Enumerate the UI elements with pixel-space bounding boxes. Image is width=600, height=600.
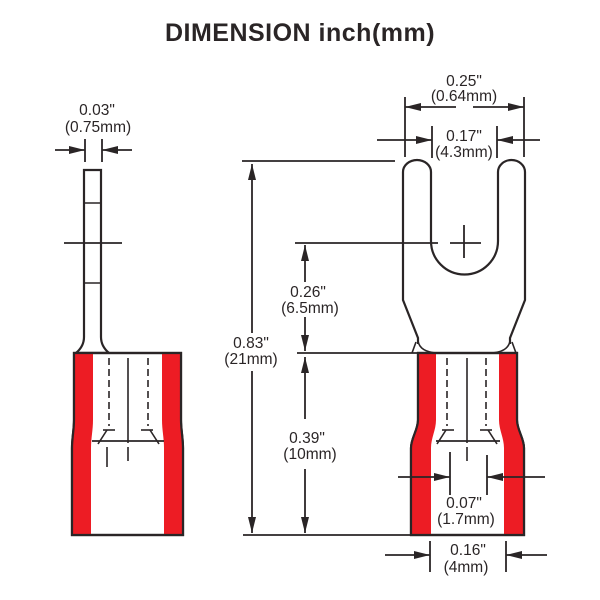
front-bell-tick-right <box>511 341 517 354</box>
extension-lines <box>84 97 525 572</box>
front-bell-tick-left <box>411 341 417 354</box>
fork-outline <box>401 158 527 344</box>
front-view <box>401 158 527 537</box>
label-total-length-mm: (21mm) <box>224 351 277 368</box>
label-barrel-width-inch: 0.16" <box>450 542 486 559</box>
label-insulation-length-inch: 0.39" <box>289 430 325 447</box>
insulation-side-red-right <box>162 353 183 535</box>
label-insulation-length-mm: (10mm) <box>283 446 336 463</box>
label-slot-width-mm: (4.3mm) <box>435 144 493 161</box>
label-barrel-width-mm: (4mm) <box>444 559 489 576</box>
dimension-arrows <box>55 103 547 559</box>
side-view <box>64 168 185 537</box>
dimension-labels: 0.03" (0.75mm) 0.25" (0.64mm) 0.17" (4.3… <box>65 73 497 576</box>
label-wire-entry-mm: (1.7mm) <box>437 511 495 528</box>
label-blade-thickness-inch: 0.03" <box>79 102 115 119</box>
insulation-side-red-left <box>72 353 93 535</box>
insulation-front-outline <box>409 351 526 537</box>
page-title: DIMENSION inch(mm) <box>165 19 435 47</box>
label-slot-width-inch: 0.17" <box>446 128 482 145</box>
insulation-front-red-left <box>411 353 436 535</box>
blade-side-outline <box>72 168 113 355</box>
label-wire-entry-inch: 0.07" <box>446 495 482 512</box>
label-fork-width-inch: 0.25" <box>446 73 482 90</box>
insulation-front-red-right <box>499 353 524 535</box>
label-fork-width-mm: (0.64mm) <box>431 88 497 105</box>
label-blade-thickness-mm: (0.75mm) <box>65 119 131 136</box>
insulation-side-outline <box>70 351 185 537</box>
label-slot-depth-inch: 0.26" <box>290 284 326 301</box>
label-slot-depth-mm: (6.5mm) <box>281 300 339 317</box>
label-total-length-inch: 0.83" <box>233 335 269 352</box>
